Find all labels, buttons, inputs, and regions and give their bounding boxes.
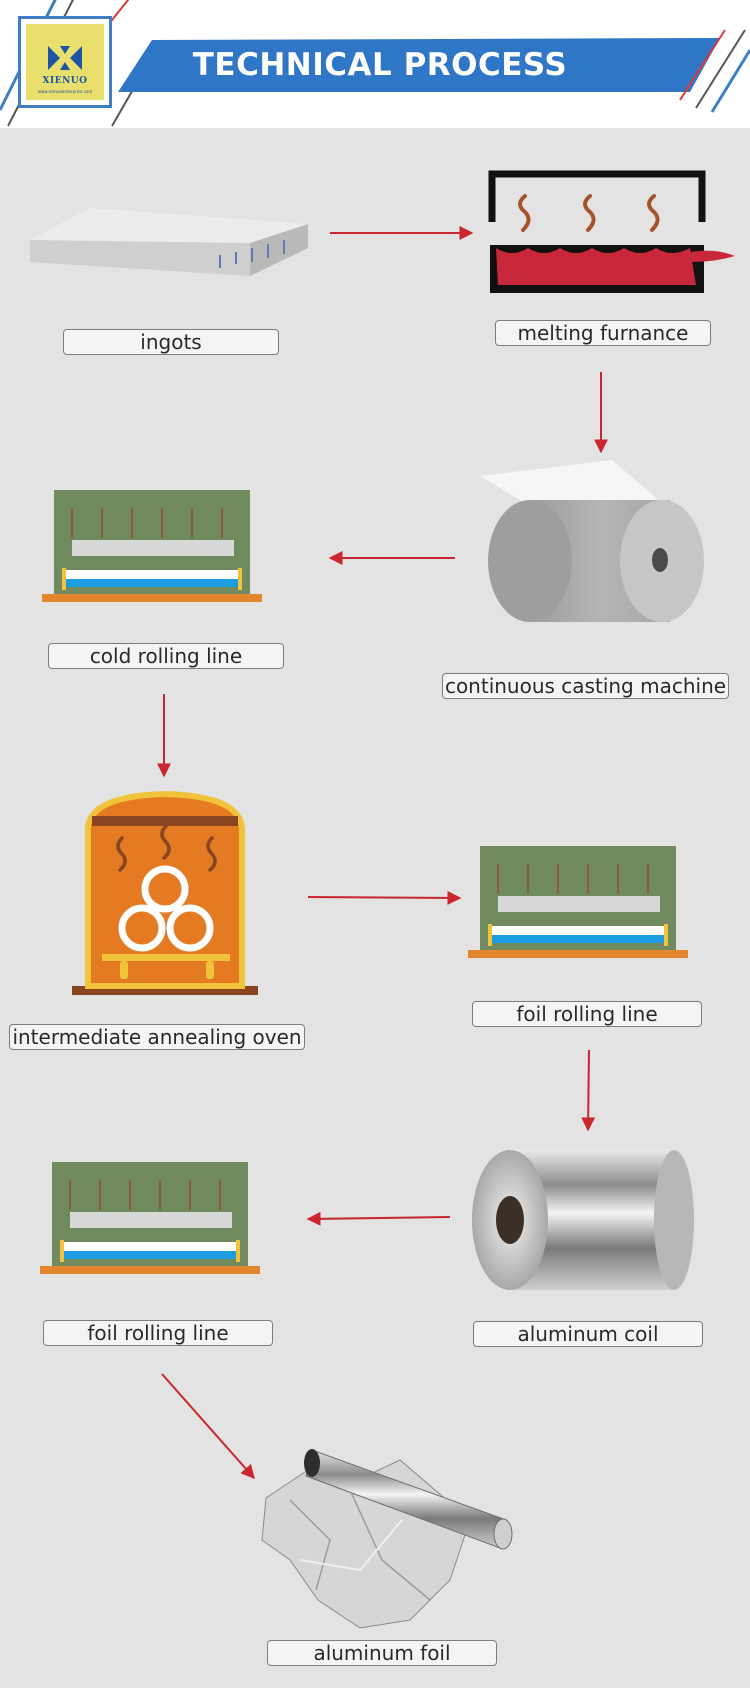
step-label-foil-rolling-1: foil rolling line xyxy=(472,1001,702,1027)
step-label-ingots: ingots xyxy=(63,329,279,355)
step-label-foil-rolling-2: foil rolling line xyxy=(43,1320,273,1346)
step-label-aluminum-foil: aluminum foil xyxy=(267,1640,497,1666)
arrow-oven-to-foil-rolling xyxy=(307,890,462,905)
foil-rolling-line-icon xyxy=(467,845,689,959)
step-label-annealing-oven: intermediate annealing oven xyxy=(9,1024,305,1050)
arrow-coil-to-foil-rolling xyxy=(306,1211,451,1226)
ingot-icon xyxy=(30,208,308,276)
logo-site-text: www.xienuoenterprise.com xyxy=(37,89,93,94)
casting-roll-icon xyxy=(480,460,704,622)
step-label-cold-rolling: cold rolling line xyxy=(48,643,284,669)
aluminum-foil-icon xyxy=(261,1449,513,1629)
annealing-oven-icon xyxy=(72,790,258,995)
step-label-aluminum-coil: aluminum coil xyxy=(473,1321,703,1347)
logo-mark-icon xyxy=(48,46,82,70)
arrow-foil-rolling-to-foil xyxy=(161,1373,255,1480)
step-label-melting-furnace: melting furnance xyxy=(495,320,711,346)
melting-furnace-icon xyxy=(488,170,735,293)
page-title: TECHNICAL PROCESS xyxy=(192,47,568,83)
arrow-foil-rolling-to-coil xyxy=(581,1049,596,1132)
title-banner xyxy=(118,38,720,92)
cold-rolling-line-icon xyxy=(41,489,263,603)
step-label-continuous-casting: continuous casting machine xyxy=(442,673,729,699)
logo: XIENUO www.xienuoenterprise.com xyxy=(18,16,112,108)
foil-rolling-line-2-icon xyxy=(39,1161,261,1275)
aluminum-coil-icon xyxy=(472,1150,694,1290)
flow-arrows xyxy=(157,226,608,1480)
header: XIENUO www.xienuoenterprise.com TECHNICA… xyxy=(0,0,750,128)
logo-brand-text: XIENUO xyxy=(42,76,88,86)
